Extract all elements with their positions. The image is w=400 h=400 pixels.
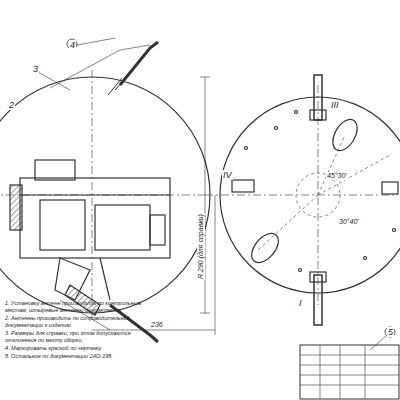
note-text: 4. Маркировать краской по чертежу. [4, 345, 103, 351]
callout-label: 3 [32, 64, 39, 74]
callout-label: 5 [387, 327, 394, 337]
note-text: отклонения по месту сборки. [4, 337, 84, 343]
callout-label: 4 [69, 40, 76, 50]
callout-label: 236 [150, 321, 164, 329]
callout-label: 30°40' [338, 218, 360, 226]
callout-label: I [298, 298, 303, 308]
note-text: документации к изделию. [4, 322, 73, 328]
note-text: местам; штыревые антенны из комплекта [4, 307, 122, 313]
sphere-side [0, 77, 210, 313]
callout-label: IV [222, 170, 233, 180]
antenna [120, 42, 158, 85]
note-text: 1. Установку антенн производить по контр… [4, 300, 142, 306]
callout-label: III [330, 100, 340, 110]
callout-label: R 290 (для справки) [197, 213, 205, 280]
callout-label: 45°30' [326, 172, 348, 180]
note-text: 3. Размеры для справки, при этом допуска… [4, 330, 132, 336]
note-text: 5. Остальное по документации 2АО-198. [4, 353, 114, 359]
note-text: 2. Антенны производить по сопроводительн… [4, 315, 131, 321]
callout-label: 2 [8, 100, 15, 110]
equipment-block [20, 178, 170, 258]
